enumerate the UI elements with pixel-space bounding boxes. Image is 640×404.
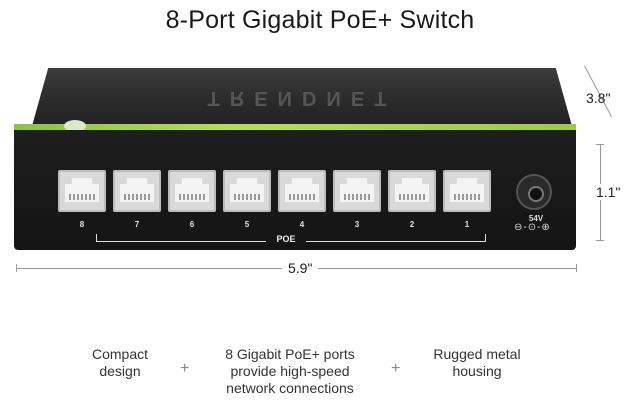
poe-label: POE <box>266 234 306 244</box>
feature-ports: 8 Gigabit PoE+ ports provide high-speed … <box>200 346 380 397</box>
port-number: 3 <box>354 220 360 229</box>
power-jack-icon <box>516 174 552 210</box>
height-tick <box>596 144 604 145</box>
feature-text: provide high-speed <box>230 363 350 379</box>
feature-text: Compact <box>91 346 149 362</box>
width-dimension: 5.9" <box>282 260 319 276</box>
port-6 <box>168 170 216 212</box>
logo-badge-icon <box>64 120 86 132</box>
port-number: 6 <box>189 220 195 229</box>
port-4 <box>278 170 326 212</box>
feature-housing: Rugged metal housing <box>412 346 542 380</box>
port-number: 4 <box>299 220 305 229</box>
feature-text: network connections <box>226 380 354 396</box>
switch-top-panel: TRENDNET <box>32 68 572 126</box>
switch-image: TRENDNET POE ⊖-⊙-⊕ 54V <box>14 68 576 250</box>
feature-text: housing <box>452 363 502 379</box>
port-7 <box>113 170 161 212</box>
brand-logo: TRENDNET <box>207 87 397 109</box>
port-5 <box>223 170 271 212</box>
switch-front-panel: POE ⊖-⊙-⊕ <box>14 130 576 250</box>
feature-text: design <box>99 363 141 379</box>
dc-polarity-icon: ⊖-⊙-⊕ <box>514 222 551 233</box>
depth-dimension: 3.8" <box>586 90 611 106</box>
width-tick <box>576 264 577 272</box>
port-3 <box>333 170 381 212</box>
feature-text: 8 Gigabit PoE+ ports <box>225 346 355 362</box>
plus-icon: + <box>391 360 401 377</box>
plus-icon: + <box>180 360 190 377</box>
port-number: 8 <box>79 220 85 229</box>
width-tick <box>16 264 17 272</box>
port-number: 7 <box>134 220 140 229</box>
height-dimension: 1.1" <box>596 184 621 200</box>
port-number: 1 <box>464 220 470 229</box>
port-2 <box>388 170 436 212</box>
port-8 <box>58 170 106 212</box>
port-number: 5 <box>244 220 250 229</box>
voltage-label: 54V <box>528 214 544 223</box>
feature-compact: Compact design <box>60 346 180 380</box>
port-number: 2 <box>409 220 415 229</box>
port-1 <box>443 170 491 212</box>
green-accent-strip <box>14 124 576 130</box>
feature-text: Rugged metal <box>433 346 521 362</box>
page-title: 8-Port Gigabit PoE+ Switch <box>165 6 475 34</box>
height-tick <box>596 240 604 241</box>
